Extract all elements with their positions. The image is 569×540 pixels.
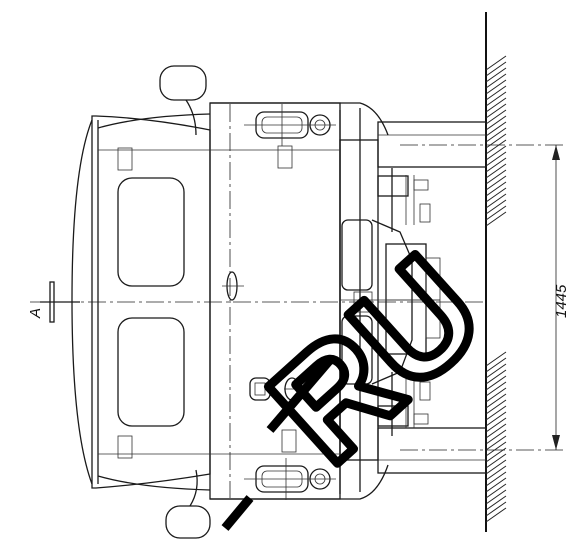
hatch-mark xyxy=(485,399,507,415)
hatch-mark xyxy=(485,441,507,457)
hatch-mark xyxy=(485,405,507,421)
hatch-mark xyxy=(485,163,507,179)
hatch-mark xyxy=(485,459,507,475)
headlight-bottom xyxy=(244,429,336,500)
hatch-mark xyxy=(485,465,507,481)
hatch-mark xyxy=(485,411,507,427)
hatch-mark xyxy=(485,79,507,95)
fog-light-left xyxy=(249,377,271,401)
hatch-mark xyxy=(485,369,507,385)
hatch-mark xyxy=(485,127,507,143)
front-axle-assembly xyxy=(340,168,441,436)
view-arrow-a xyxy=(40,281,80,323)
hatch-mark xyxy=(485,91,507,107)
hatch-mark xyxy=(485,351,507,367)
hatch-mark xyxy=(485,181,507,197)
windshield-right xyxy=(117,317,185,427)
hatch-mark xyxy=(485,471,507,487)
hatch-mark xyxy=(485,73,507,89)
hatch-mark xyxy=(485,85,507,101)
tire-top xyxy=(377,121,487,168)
hatch-mark xyxy=(485,489,507,505)
hatch-mark xyxy=(485,477,507,493)
headlight-top xyxy=(244,104,336,169)
hatch-mark xyxy=(485,453,507,469)
emblem xyxy=(222,271,244,301)
hatch-mark xyxy=(485,133,507,149)
ground-hatching-bottom xyxy=(485,351,507,523)
hatch-mark xyxy=(485,67,507,83)
hatch-mark xyxy=(485,151,507,167)
hatch-mark xyxy=(485,175,507,191)
hatch-mark xyxy=(485,423,507,439)
hatch-mark xyxy=(485,429,507,445)
hatch-mark xyxy=(485,507,507,523)
hatch-mark xyxy=(485,169,507,185)
hatch-mark xyxy=(485,483,507,499)
hatch-mark xyxy=(485,145,507,161)
side-mirror-top xyxy=(159,65,207,136)
hatch-mark xyxy=(485,115,507,131)
dimension-label-1445: 1445 xyxy=(553,284,569,318)
hatch-mark xyxy=(485,357,507,373)
hatch-mark xyxy=(485,199,507,215)
hatch-mark xyxy=(485,61,507,77)
hatch-mark xyxy=(485,121,507,137)
hatch-mark xyxy=(485,387,507,403)
hatch-mark xyxy=(485,495,507,511)
track-width-dimension xyxy=(552,145,560,450)
windshield-left xyxy=(117,177,185,287)
ground-hatching-top xyxy=(485,55,507,227)
hatch-mark xyxy=(485,205,507,221)
hatch-mark xyxy=(485,97,507,113)
hatch-mark xyxy=(485,417,507,433)
hatch-mark xyxy=(485,501,507,517)
watermark-stroke xyxy=(266,357,334,433)
view-label-a: A xyxy=(27,308,44,319)
hatch-mark xyxy=(485,187,507,203)
hatch-mark xyxy=(485,157,507,173)
wiper-pivot-bottom xyxy=(117,435,133,459)
ground-surface xyxy=(485,12,507,532)
watermark: RU xyxy=(221,219,517,531)
hatch-mark xyxy=(485,435,507,451)
hatch-mark xyxy=(485,393,507,409)
hatch-mark xyxy=(485,139,507,155)
hatch-mark xyxy=(485,381,507,397)
hatch-mark xyxy=(485,363,507,379)
hatch-mark xyxy=(485,193,507,209)
hatch-mark xyxy=(485,103,507,119)
hatch-mark xyxy=(485,211,507,227)
side-mirror-bottom xyxy=(165,469,211,539)
hatch-mark xyxy=(485,375,507,391)
hatch-mark xyxy=(485,109,507,125)
wiper-pivot-top xyxy=(117,147,133,171)
svg-text:RU: RU xyxy=(239,224,512,494)
hatch-mark xyxy=(485,55,507,71)
